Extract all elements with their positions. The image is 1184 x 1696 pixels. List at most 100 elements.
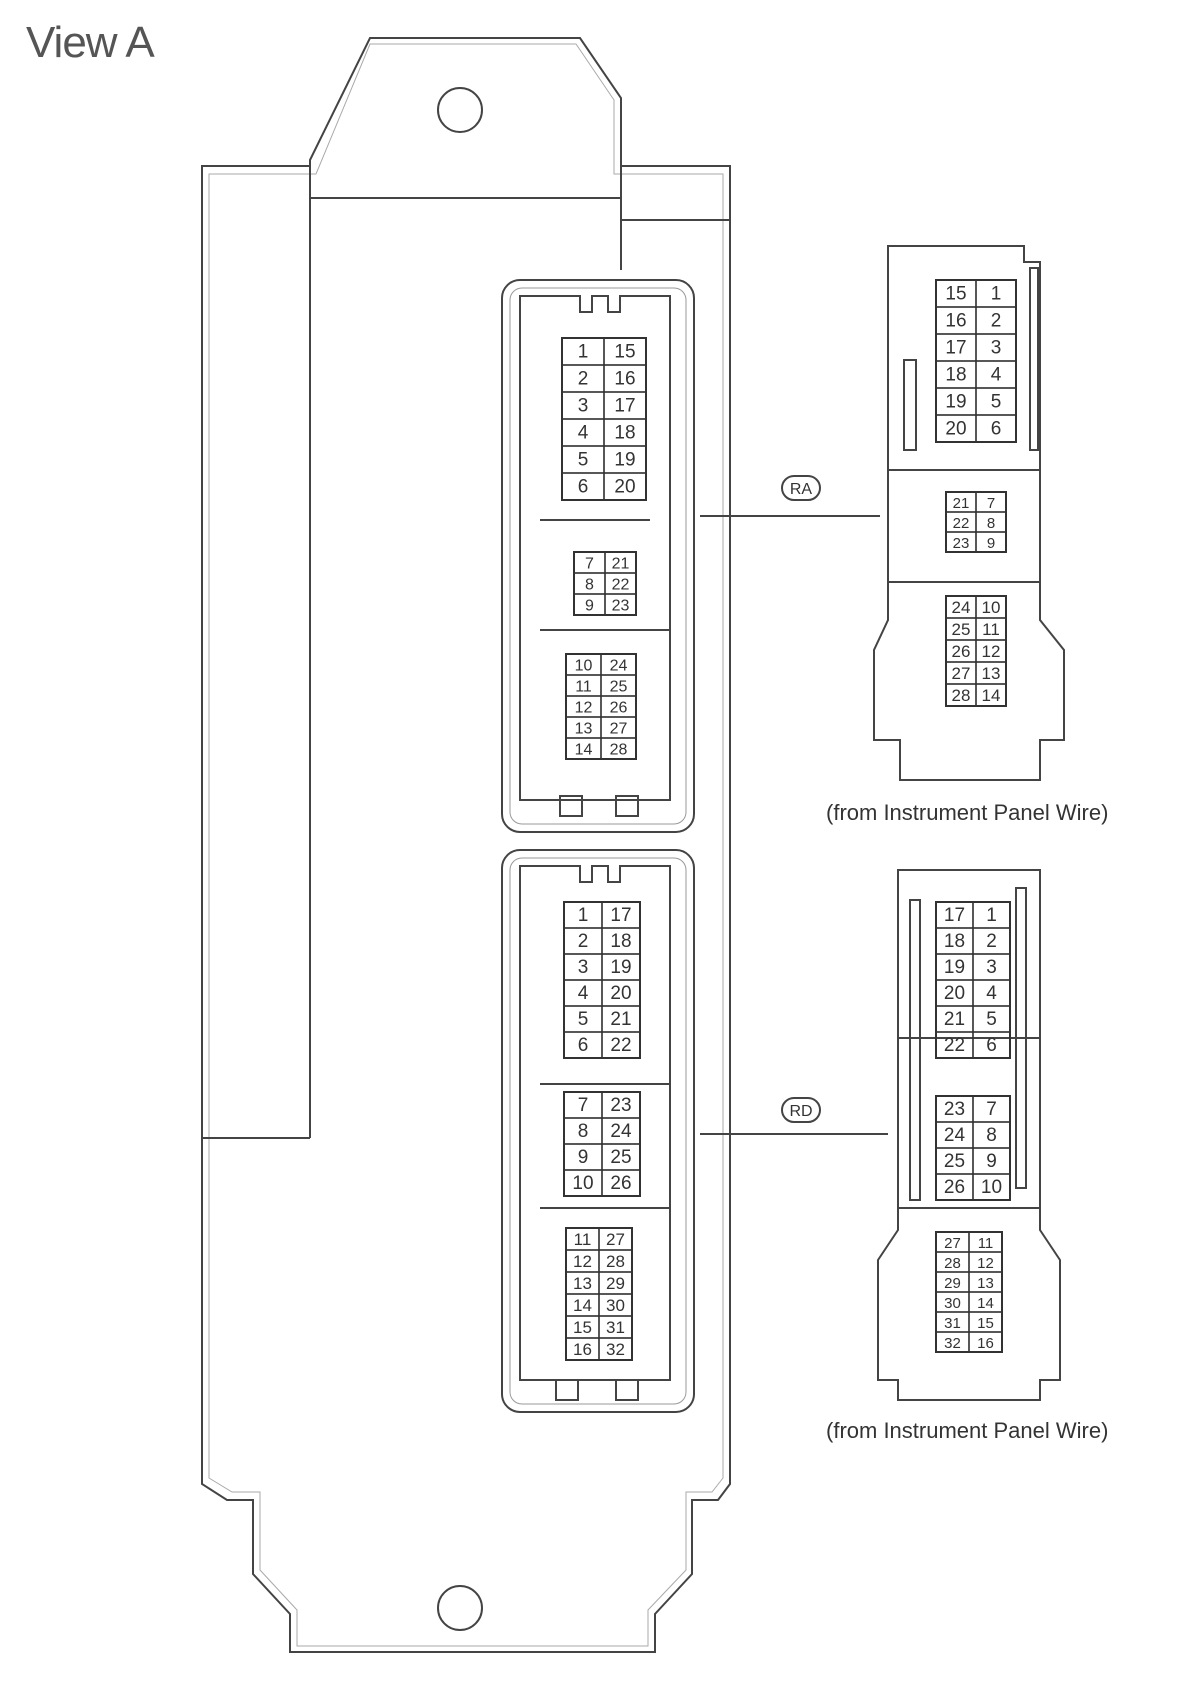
pin-number: 2 [991, 311, 1002, 332]
pin-number: 23 [953, 535, 970, 552]
pin-number: 20 [614, 477, 635, 498]
pin-number: 10 [981, 1177, 1002, 1198]
pin-number: 28 [606, 1252, 625, 1271]
ecu-connector-housing-ra [501, 279, 695, 833]
pin-number: 15 [977, 1315, 994, 1332]
pin-cell [975, 414, 1017, 443]
pin-cell [601, 1169, 641, 1197]
pin-number: 4 [578, 423, 589, 444]
pin-number: 6 [991, 419, 1002, 440]
pin-number: 5 [991, 392, 1002, 413]
pin-number: 26 [610, 1173, 631, 1194]
pin-number: 3 [578, 396, 589, 417]
pin-number: 27 [606, 1230, 625, 1249]
pin-number: 20 [945, 419, 966, 440]
pin-number: 9 [578, 1147, 589, 1168]
pin-number: 17 [944, 905, 965, 926]
pin-number: 17 [614, 396, 635, 417]
pin-number: 18 [944, 931, 965, 952]
pin-number: 3 [578, 957, 589, 978]
pin-number: 22 [610, 1035, 631, 1056]
pin-number: 8 [987, 515, 995, 532]
pin-number: 6 [578, 1035, 589, 1056]
pin-number: 21 [953, 495, 970, 512]
pin-number: 16 [573, 1340, 592, 1359]
pin-number: 19 [614, 450, 635, 471]
pin-number: 8 [578, 1121, 589, 1142]
pin-number: 14 [573, 1296, 592, 1315]
pin-number: 21 [610, 1009, 631, 1030]
pin-number: 20 [944, 983, 965, 1004]
pin-number: 25 [610, 679, 628, 696]
pin-number: 4 [991, 365, 1002, 386]
pin-number: 8 [986, 1125, 997, 1146]
pin-number: 23 [610, 1095, 631, 1116]
pin-number: 30 [944, 1295, 961, 1312]
pin-number: 3 [986, 957, 997, 978]
pin-number: 25 [944, 1151, 965, 1172]
pin-number: 5 [578, 450, 589, 471]
pin-number: 19 [945, 392, 966, 413]
pin-number: 17 [945, 338, 966, 359]
pin-number: 6 [578, 477, 589, 498]
pin-number: 24 [944, 1125, 966, 1146]
pin-number: 31 [944, 1315, 961, 1332]
pin-number: 22 [944, 1035, 965, 1056]
caption-ra: (from Instrument Panel Wire) [826, 800, 1109, 825]
pin-number: 26 [952, 642, 971, 661]
pin-number: 19 [610, 957, 631, 978]
pin-number: 11 [575, 679, 592, 696]
pin-number: 12 [977, 1255, 994, 1272]
pin-number: 9 [987, 535, 995, 552]
pin-number: 7 [585, 556, 594, 573]
pin-number: 5 [578, 1009, 589, 1030]
caption-rd: (from Instrument Panel Wire) [826, 1418, 1109, 1443]
pin-number: 22 [612, 577, 630, 594]
pin-number: 22 [953, 515, 970, 532]
pin-number: 24 [610, 1121, 632, 1142]
pin-number: 1 [986, 905, 997, 926]
pin-number: 2 [578, 931, 589, 952]
mounting-hole-top [437, 87, 483, 133]
pin-number: 16 [977, 1335, 994, 1352]
pin-cell [968, 1331, 1003, 1353]
pin-number: 21 [944, 1009, 965, 1030]
pin-number: 16 [614, 369, 635, 390]
pin-number: 13 [573, 1274, 592, 1293]
pin-number: 27 [944, 1235, 961, 1252]
pin-number: 18 [945, 365, 966, 386]
pin-number: 15 [614, 342, 635, 363]
pin-number: 27 [952, 664, 971, 683]
pin-number: 10 [575, 658, 593, 675]
badge-ra-text: RA [790, 481, 813, 498]
pin-cell [603, 472, 647, 501]
pin-number: 19 [944, 957, 965, 978]
pin-number: 13 [977, 1275, 994, 1292]
pin-number: 11 [574, 1230, 592, 1249]
pin-number: 8 [585, 577, 594, 594]
pin-number: 14 [982, 686, 1001, 705]
harness-connector-housing-rd [877, 869, 1061, 1401]
pin-cell [972, 1173, 1011, 1201]
pin-number: 28 [944, 1255, 961, 1272]
pin-number: 10 [572, 1173, 593, 1194]
pin-number: 12 [982, 642, 1001, 661]
pin-cell [972, 1031, 1011, 1059]
pin-number: 31 [606, 1318, 625, 1337]
pin-number: 15 [945, 284, 966, 305]
pin-number: 6 [986, 1035, 997, 1056]
pin-number: 2 [578, 369, 589, 390]
pin-number: 13 [575, 721, 593, 738]
pin-number: 10 [982, 598, 1001, 617]
pin-number: 29 [606, 1274, 625, 1293]
pin-number: 28 [610, 742, 628, 759]
pin-number: 17 [610, 905, 631, 926]
pin-number: 7 [987, 495, 995, 512]
pin-number: 4 [578, 983, 589, 1004]
pin-number: 2 [986, 931, 997, 952]
pin-cell [600, 737, 637, 760]
pin-number: 27 [610, 721, 628, 738]
pin-number: 26 [944, 1177, 965, 1198]
pin-number: 1 [991, 284, 1002, 305]
